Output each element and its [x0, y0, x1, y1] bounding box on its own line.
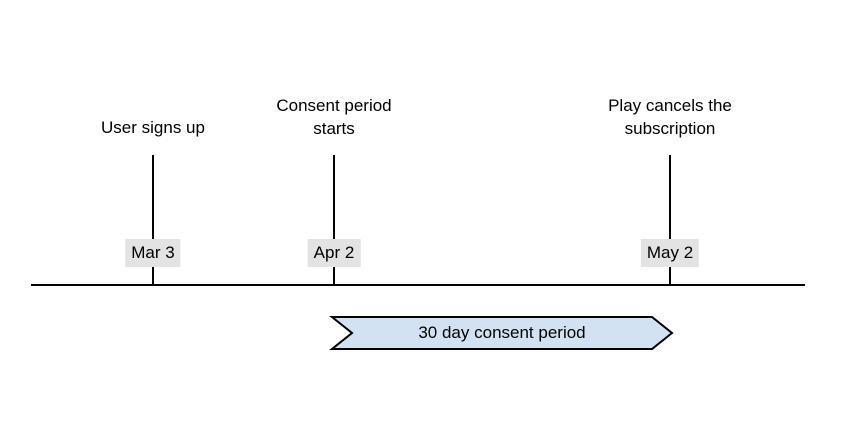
event-caption-signup: User signs up [101, 118, 205, 137]
event-date-chip-consent-start: Apr 2 [307, 239, 361, 267]
event-date-chip-signup: Mar 3 [125, 239, 181, 267]
consent-period-banner-label: 30 day consent period [418, 323, 586, 342]
event-caption-consent-start: Consent period starts [276, 96, 392, 138]
event-tick-line-signup [152, 155, 154, 285]
event-tick-line-cancel [669, 155, 671, 285]
event-caption-cancel: Play cancels the subscription [608, 96, 732, 138]
consent-period-banner-shape [329, 316, 674, 350]
consent-period-banner: 30 day consent period [329, 316, 674, 350]
event-tick-line-consent-start [333, 155, 335, 285]
timeline-axis-line [31, 284, 805, 286]
event-date-chip-cancel: May 2 [640, 239, 700, 267]
